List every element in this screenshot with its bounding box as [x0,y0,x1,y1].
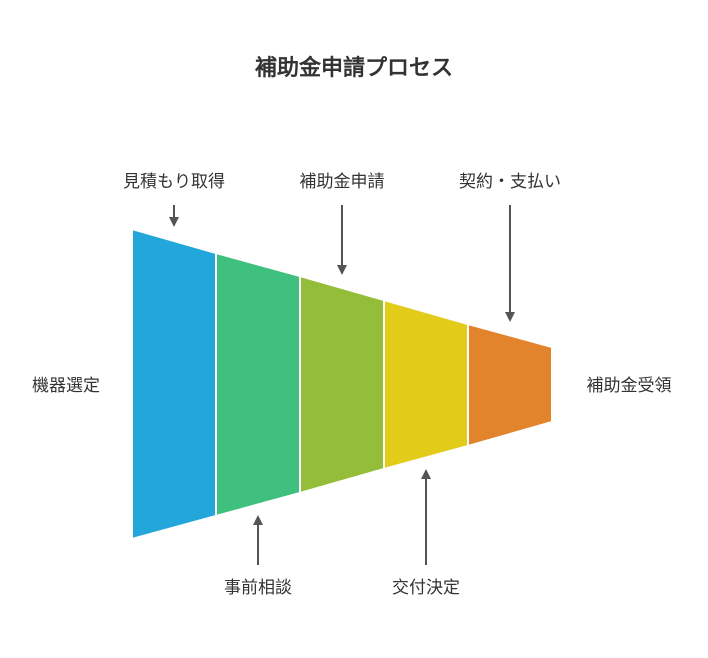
end-label: 補助金受領 [587,376,672,396]
arrow-approval-head [421,469,431,479]
top-label-quote: 見積もり取得 [123,172,225,192]
arrow-contract-head [505,312,515,322]
bottom-label-approval: 交付決定 [392,578,460,598]
funnel-stage-2 [215,251,301,518]
funnel-stage-1 [131,227,217,541]
arrow-consultation-head [253,515,263,525]
top-label-application: 補助金申請 [300,172,385,192]
funnel-stage-5 [467,322,553,448]
funnel-stage-3 [299,274,385,495]
funnel-stage-4 [383,298,469,471]
top-label-contract: 契約・支払い [459,172,561,192]
start-label: 機器選定 [32,376,100,396]
diagram-title: 補助金申請プロセス [254,55,453,81]
arrow-application-head [337,265,347,275]
arrow-quote-head [169,217,179,227]
bottom-label-consultation: 事前相談 [224,578,292,598]
